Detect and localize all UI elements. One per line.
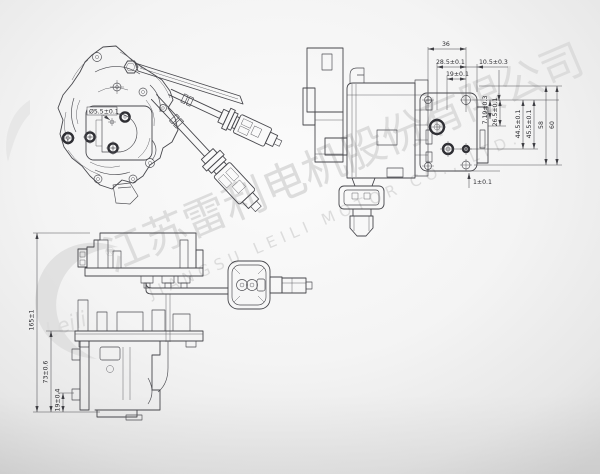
dim-36: 36 [442, 41, 450, 48]
background-bottom-shade [0, 394, 600, 474]
dim-165: 165±1 [29, 309, 36, 330]
dim-58: 58 [538, 121, 545, 129]
front-view: 165±1 73±0.6 19±0.4 [29, 232, 313, 421]
dim-10-5: 10.5±0.3 [479, 59, 508, 66]
dim-19: 19±0.1 [446, 71, 469, 78]
iso-view: Ø5.5±0.1 [57, 45, 283, 212]
iso-hole-diameter-label: Ø5.5±0.1 [89, 107, 119, 115]
dim-7-19: 7.19±0.3 [482, 96, 489, 125]
dim-73: 73±0.6 [43, 360, 50, 383]
dim-19-0-4: 19±0.4 [55, 388, 62, 411]
dim-28-5: 28.5±0.1 [436, 59, 465, 66]
dim-60: 60 [549, 121, 556, 129]
dim-44-5: 44.5±0.1 [515, 110, 522, 139]
watermark-edge-swoosh [6, 100, 30, 162]
dim-45-5: 45.5±0.1 [526, 110, 533, 139]
dim-1: 1±0.1 [473, 179, 492, 186]
dim-26-5: 26.5±0.1 [492, 98, 499, 127]
watermark-logo-swoosh [35, 242, 118, 359]
side-view: 36 28.5±0.1 10.5±0.3 19±0.1 7.19±0.3 26.… [302, 41, 562, 237]
